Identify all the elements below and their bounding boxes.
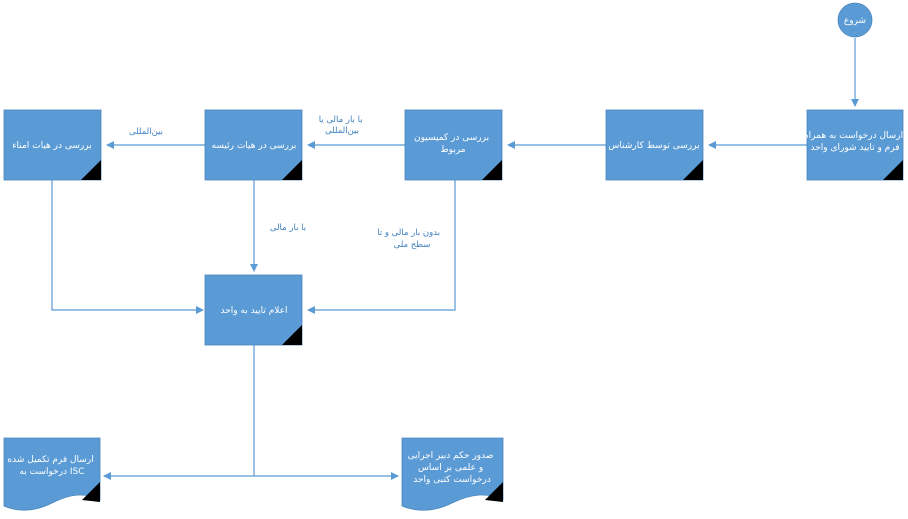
edge-label-committee-to-notify: بدون بار مالی و تا سطح ملی [377,228,443,250]
start-label: شروع [844,16,866,26]
node-label: بررسی در هیات امناء [12,141,91,151]
node-review-committee: بررسی در کمیسیون مربوط [404,109,503,181]
node-label-line: بررسی در هیات امناء [12,141,91,151]
node-label: ارسال درخواست به همراه فرم و تایید شورای… [804,131,906,153]
node-label-line: فرم و تایید شورای واحد [810,143,899,153]
node-label-line: بررسی توسط کارشناس [608,141,699,151]
node-label: بررسی در کمیسیون مربوط [414,133,492,155]
node-review-expert: بررسی توسط کارشناس [605,109,704,181]
connector-trustees-to-notify [51,180,204,314]
edge-label-committee-to-chair: با بار مالی یا بین‌المللی [319,115,366,136]
node-label: اعلام تایید به واحد [220,306,287,316]
node-notify-unit: اعلام تایید به واحد [204,274,303,346]
node-send-isc: ارسال فرم تکمیل شده درخواست به ISC [3,437,101,511]
edge-label-chair-to-trustees: بین‌المللی [129,127,163,137]
node-issue-decree: صدور حکم دبیر اجرایی و علمی بر اساس درخو… [401,437,504,511]
start-node: شروع [837,2,873,38]
node-review-board-chair: بررسی در هیات رئیسه [204,109,303,181]
node-label-line: و علمی بر اساس [418,463,483,473]
edge-label-line: با بار مالی [270,223,306,233]
node-label-line: مربوط [440,145,465,155]
node-label-line: ارسال درخواست به همراه [804,131,903,141]
node-label: ارسال فرم تکمیل شده درخواست به ISC [7,455,96,477]
edge-label-line: بین‌المللی [325,126,359,136]
node-label-line: اعلام تایید به واحد [220,306,287,316]
connectors [51,38,859,480]
node-label-line: درخواست کتبی واحد [413,475,491,485]
edge-label-line: بین‌المللی [129,127,163,137]
edge-label-line: سطح ملی [394,240,431,250]
node-label-line: ارسال فرم تکمیل شده [7,455,93,465]
node-label-line: بررسی در کمیسیون [414,133,489,143]
node-label: بررسی در هیات رئیسه [212,141,297,151]
node-label: بررسی توسط کارشناس [608,141,699,151]
node-label-line: درخواست به ISC [19,467,84,477]
node-label: صدور حکم دبیر اجرایی و علمی بر اساس درخو… [408,451,497,485]
node-review-board-trustees: بررسی در هیات امناء [3,109,102,181]
node-label-line: بررسی در هیات رئیسه [212,141,297,151]
edge-label-line: با بار مالی یا [319,115,363,125]
edge-label-line: بدون بار مالی و تا [377,228,440,238]
edge-label-chair-to-notify: با بار مالی [270,223,306,233]
node-send-request: ارسال درخواست به همراه فرم و تایید شورای… [804,109,906,181]
connector-committee-to-notify [307,180,456,314]
node-label-line: صدور حکم دبیر اجرایی [408,451,494,461]
